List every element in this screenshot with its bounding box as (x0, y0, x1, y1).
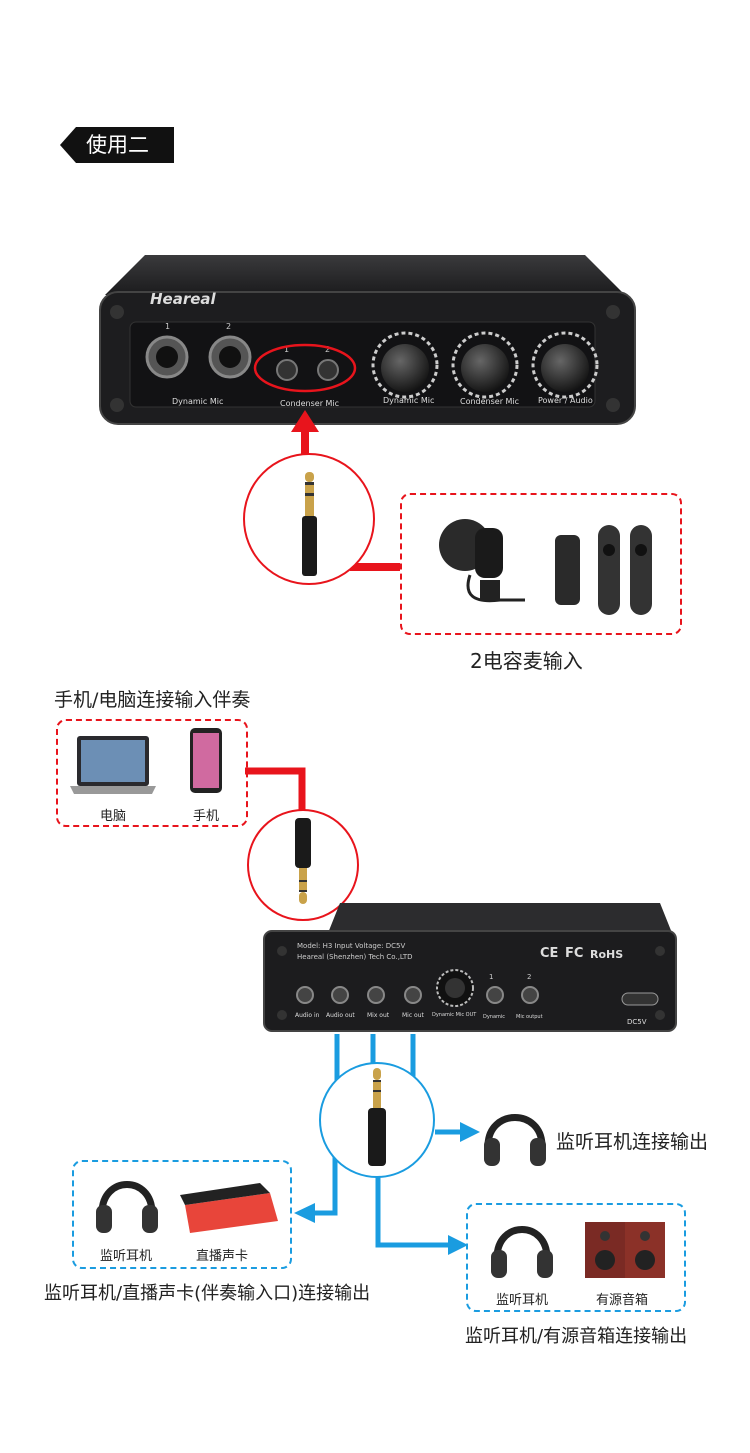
label-dynamic: Dynamic (483, 1014, 506, 1020)
section-tag: 使用二 (60, 127, 174, 163)
label-power-audio: Power / Audio (538, 396, 593, 405)
jack-number: 1 (284, 345, 290, 354)
label-mic-output: Mic output (516, 1014, 543, 1020)
label-mix-out: Mix out (367, 1012, 390, 1019)
headphone-icon (484, 1114, 546, 1166)
section-tag-label: 使用二 (86, 133, 149, 157)
right-output-devices (491, 1222, 665, 1278)
label-audio-in: Audio in (295, 1012, 320, 1019)
label-condenser-mic: Condenser Mic (280, 399, 340, 408)
left-label-soundcard: 直播声卡 (196, 1249, 249, 1264)
device-maker-line: Heareal (Shenzhen) Tech Co.,LTD (297, 953, 413, 961)
label-dynamic-mic-out: Dynamic Mic OUT (432, 1012, 477, 1018)
caption-left: 监听耳机/直播声卡(伴奏输入口)连接输出 (44, 1283, 371, 1304)
jack-number: 2 (325, 345, 331, 354)
caption-headphone-right: 监听耳机连接输出 (556, 1131, 709, 1153)
right-output-box (466, 1203, 686, 1312)
jack-number: 1 (165, 322, 171, 331)
label-dynamic-mic: Dynamic Mic (172, 397, 224, 406)
jack-number: 2 (226, 322, 232, 331)
left-output-devices (96, 1181, 278, 1233)
cert-ce: CE (540, 946, 559, 961)
output-plug-circle (319, 1062, 435, 1178)
cert-rohs: RoHS (590, 948, 624, 961)
label-condenser-mic-knob: Condenser Mic (460, 397, 520, 406)
device-bottom-illustration (263, 903, 677, 1032)
jack-number: 1 (489, 973, 494, 981)
label-mic-out: Mic out (402, 1012, 424, 1019)
tag-shape (60, 127, 174, 163)
caption-right: 监听耳机/有源音箱连接输出 (465, 1326, 688, 1347)
source-label-pc: 电脑 (100, 809, 127, 824)
condenser-mic-products (439, 519, 652, 615)
label-audio-out: Audio out (326, 1012, 355, 1019)
device-model-line: Model: H3 Input Voltage: DC5V (297, 942, 406, 950)
label-dynamic-mic-knob: Dynamic Mic (383, 396, 435, 405)
right-label-headphone: 监听耳机 (496, 1293, 549, 1308)
mini-plug-circle (247, 809, 359, 921)
right-label-speaker: 有源音箱 (596, 1293, 649, 1308)
caption-phone-pc: 手机/电脑连接输入伴奏 (54, 689, 251, 711)
source-devices (70, 728, 222, 794)
source-label-phone: 手机 (193, 809, 220, 824)
cert-fc: FC (565, 946, 584, 961)
jack-number: 2 (527, 973, 532, 981)
condenser-mic-box (400, 493, 682, 635)
device-top-illustration (99, 255, 636, 425)
label-dc5v: DC5V (627, 1018, 647, 1026)
caption-condenser: 2电容麦输入 (470, 649, 583, 673)
left-output-box (72, 1160, 292, 1269)
trs-plug-circle (243, 453, 375, 585)
left-label-headphone: 监听耳机 (100, 1249, 153, 1264)
brand-logo: Heareal (150, 290, 216, 308)
